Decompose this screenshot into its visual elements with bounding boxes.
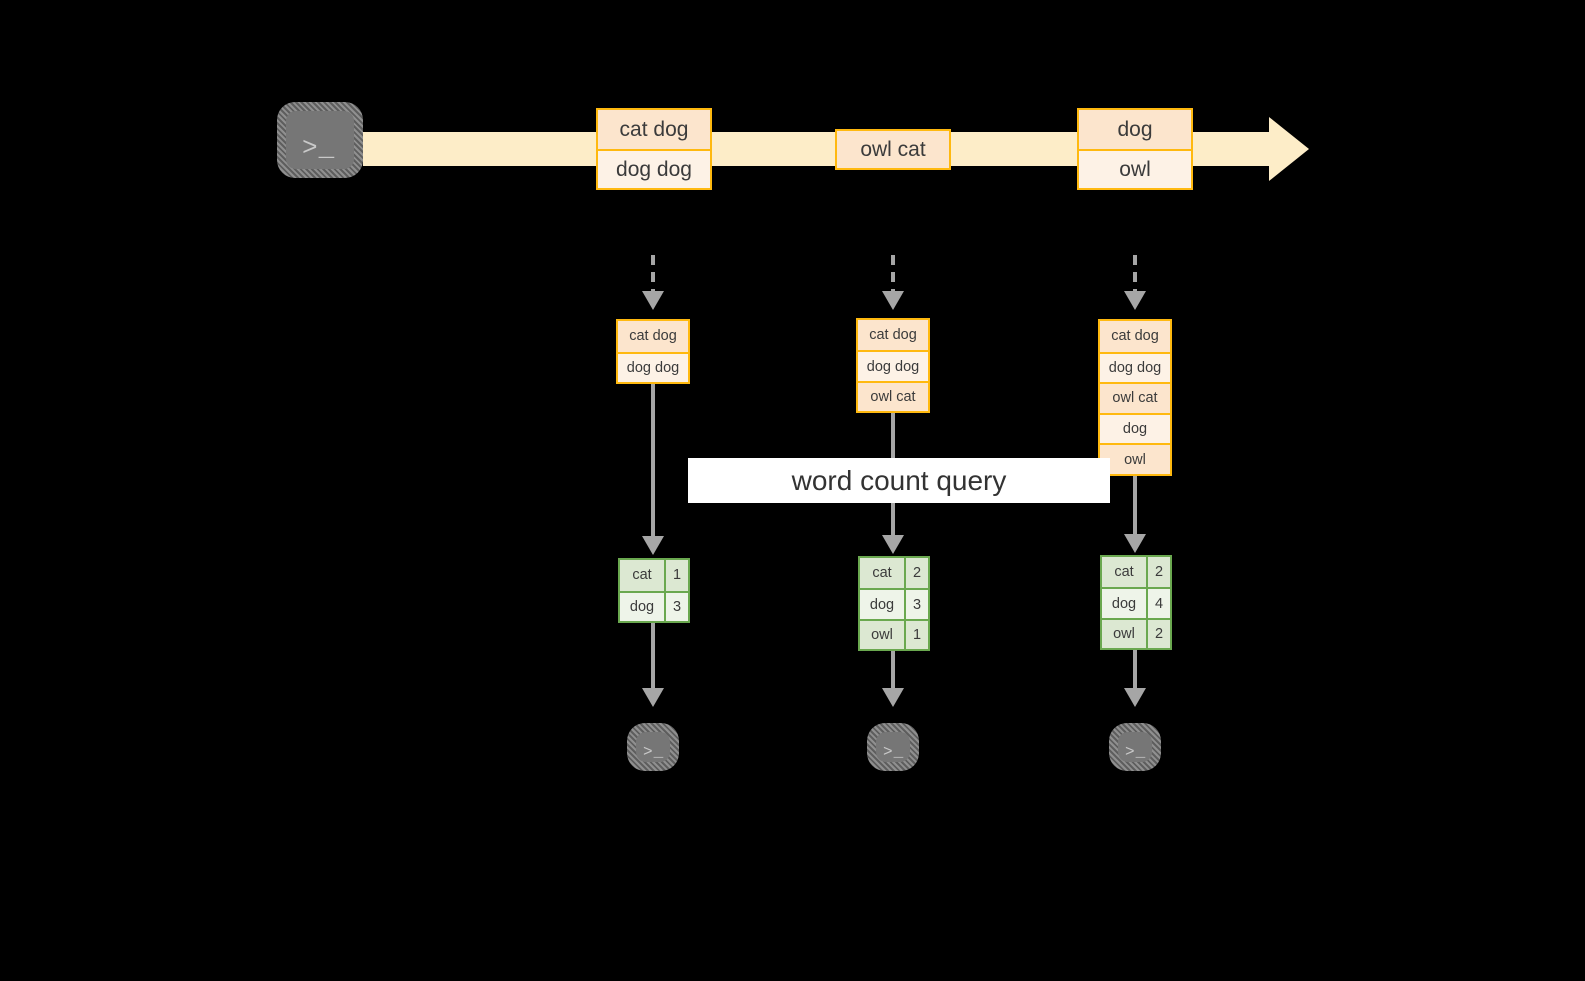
snapshot-input-line: owl — [1100, 443, 1170, 474]
result-row: dog 3 — [860, 588, 928, 619]
snapshot-3-sink-terminal-icon: >_ — [1109, 723, 1161, 771]
stream-batch-line: owl — [1079, 149, 1191, 188]
terminal-prompt-label: >_ — [1125, 743, 1147, 761]
result-count: 3 — [906, 590, 928, 619]
result-row: owl 1 — [860, 618, 928, 650]
stream-batch-2: owl cat — [835, 129, 951, 170]
connector-arrowhead-icon — [1124, 534, 1146, 553]
terminal-prompt-label: >_ — [302, 133, 336, 163]
snapshot-3-input-stack: cat dog dog dog owl cat dog owl — [1098, 319, 1172, 476]
result-count: 1 — [666, 560, 688, 591]
stream-to-snapshot-connector — [651, 255, 655, 295]
result-word: dog — [1102, 589, 1148, 618]
result-row: cat 2 — [1102, 557, 1170, 588]
connector-arrowhead-icon — [882, 688, 904, 707]
result-row: owl 2 — [1102, 617, 1170, 649]
connector-arrowhead-icon — [1124, 291, 1146, 310]
result-word: dog — [620, 592, 666, 621]
snapshot-1-to-result-connector — [651, 384, 655, 539]
snapshot-2-sink-terminal-icon: >_ — [867, 723, 919, 771]
snapshot-3-to-sink-connector — [1133, 650, 1137, 691]
snapshot-1-input-stack: cat dog dog dog — [616, 319, 690, 384]
connector-arrowhead-icon — [642, 291, 664, 310]
result-row: dog 4 — [1102, 587, 1170, 618]
snapshot-1-sink-terminal-icon: >_ — [627, 723, 679, 771]
connector-arrowhead-icon — [1124, 688, 1146, 707]
result-row: dog 3 — [620, 590, 688, 621]
result-word: owl — [860, 620, 906, 650]
snapshot-input-line: dog dog — [618, 351, 688, 382]
result-word: dog — [860, 590, 906, 619]
result-word: owl — [1102, 619, 1148, 649]
result-row: cat 2 — [860, 558, 928, 589]
stream-batch-3: dog owl — [1077, 108, 1193, 190]
result-count: 2 — [1148, 619, 1170, 649]
stream-batch-line: owl cat — [860, 137, 926, 161]
snapshot-input-line: cat dog — [629, 328, 677, 345]
stream-to-snapshot-connector — [1133, 255, 1137, 295]
snapshot-2-result-table: cat 2 dog 3 owl 1 — [858, 556, 930, 651]
stream-batch-line: dog — [1117, 117, 1153, 141]
result-word: cat — [860, 558, 906, 589]
snapshot-input-line: cat dog — [869, 327, 917, 344]
result-row: cat 1 — [620, 560, 688, 591]
terminal-face — [1118, 732, 1152, 762]
result-count: 4 — [1148, 589, 1170, 618]
result-count: 1 — [906, 620, 928, 650]
connector-arrowhead-icon — [642, 536, 664, 555]
snapshot-input-line: owl cat — [858, 380, 928, 411]
result-count: 3 — [666, 592, 688, 621]
connector-arrowhead-icon — [642, 688, 664, 707]
snapshot-2-input-stack: cat dog dog dog owl cat — [856, 318, 930, 413]
snapshot-2-to-sink-connector — [891, 651, 895, 691]
source-terminal-icon: >_ — [277, 102, 363, 178]
snapshot-1-to-sink-connector — [651, 623, 655, 691]
stream-batch-1: cat dog dog dog — [596, 108, 712, 190]
result-word: cat — [1102, 557, 1148, 588]
stream-to-snapshot-connector — [891, 255, 895, 295]
terminal-prompt-label: >_ — [643, 743, 665, 761]
connector-arrowhead-icon — [882, 291, 904, 310]
stream-batch-line: cat dog — [619, 117, 689, 141]
query-label-text: word count query — [791, 464, 1007, 496]
snapshot-input-line: owl cat — [1100, 382, 1170, 413]
terminal-face — [286, 111, 354, 169]
result-word: cat — [620, 560, 666, 591]
snapshot-3-to-result-connector — [1133, 476, 1137, 538]
connector-arrowhead-icon — [882, 535, 904, 554]
snapshot-3-result-table: cat 2 dog 4 owl 2 — [1100, 555, 1172, 650]
terminal-face — [876, 732, 910, 762]
stream-batch-line: dog dog — [598, 149, 710, 188]
result-count: 2 — [1148, 557, 1170, 588]
snapshot-input-line: cat dog — [1111, 328, 1159, 345]
stream-arrowhead-icon — [1269, 117, 1309, 181]
result-count: 2 — [906, 558, 928, 589]
snapshot-input-line: dog — [1100, 412, 1170, 444]
terminal-prompt-label: >_ — [883, 743, 905, 761]
snapshot-input-line: dog dog — [1100, 351, 1170, 383]
snapshot-input-line: dog dog — [858, 350, 928, 381]
snapshot-1-result-table: cat 1 dog 3 — [618, 558, 690, 623]
terminal-face — [636, 732, 670, 762]
query-label: word count query — [688, 458, 1110, 503]
